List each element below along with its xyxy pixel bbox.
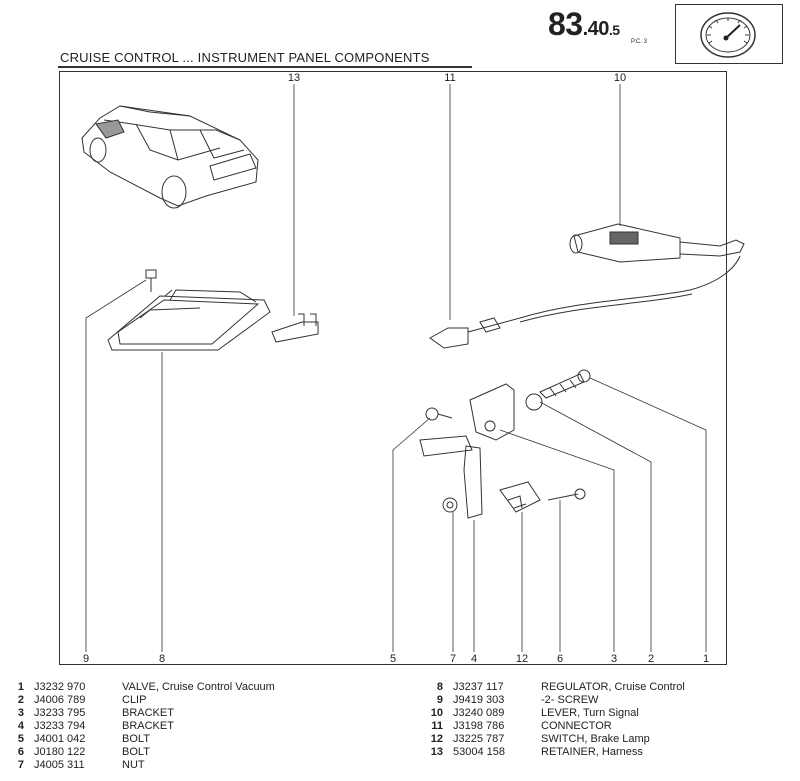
leader-lines bbox=[85, 84, 707, 652]
callout-13: 13 bbox=[288, 72, 300, 84]
callout-11: 11 bbox=[444, 72, 455, 84]
callout-5: 5 bbox=[390, 653, 396, 665]
switch-part bbox=[499, 481, 586, 513]
section-sub: .40 bbox=[582, 18, 610, 40]
gauge-box bbox=[675, 4, 783, 64]
nut-part bbox=[442, 497, 458, 513]
diagram-frame bbox=[59, 71, 727, 665]
valve-part bbox=[525, 369, 591, 411]
bolt-part bbox=[425, 407, 453, 421]
callout-10: 10 bbox=[614, 72, 626, 84]
callout-1: 1 bbox=[703, 653, 709, 665]
section-suffix: .5 bbox=[608, 22, 620, 38]
section-number: 83.40.5 bbox=[548, 6, 620, 43]
connector-part bbox=[429, 255, 741, 349]
lever-part bbox=[569, 223, 745, 263]
callout-3: 3 bbox=[611, 653, 617, 665]
section-main: 83 bbox=[548, 6, 583, 42]
bracket-part bbox=[419, 383, 515, 519]
screw-part bbox=[145, 269, 157, 292]
page-code: P.C. 3 bbox=[631, 39, 647, 45]
retainer-part bbox=[271, 313, 319, 343]
callout-8: 8 bbox=[159, 653, 165, 665]
vehicle-illustration bbox=[81, 105, 259, 209]
callout-7: 7 bbox=[450, 653, 456, 665]
title-rule bbox=[58, 66, 472, 68]
callout-2: 2 bbox=[648, 653, 654, 665]
regulator-part bbox=[107, 289, 271, 351]
callout-6: 6 bbox=[557, 653, 563, 665]
callout-12: 12 bbox=[516, 653, 528, 665]
page-title: CRUISE CONTROL ... INSTRUMENT PANEL COMP… bbox=[60, 50, 430, 65]
callout-9: 9 bbox=[83, 653, 89, 665]
speedometer-icon bbox=[700, 12, 756, 58]
callout-4: 4 bbox=[471, 653, 477, 665]
